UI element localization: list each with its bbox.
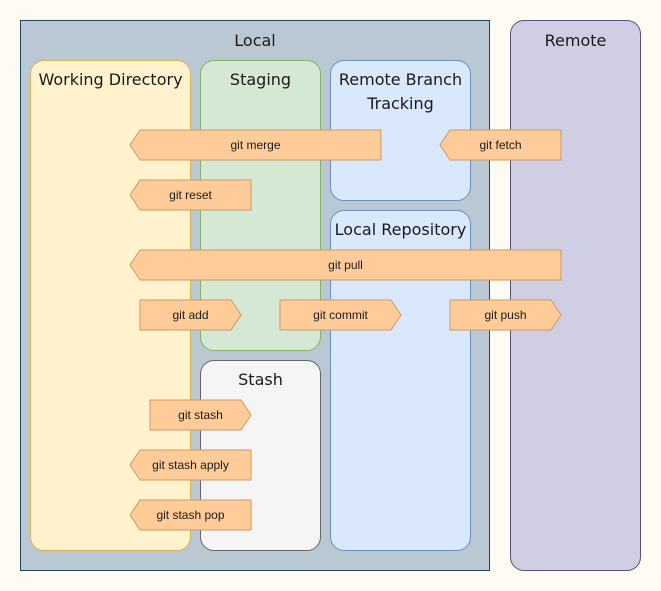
git-reset-arrow: git reset — [129, 179, 252, 211]
git-stash-label: git stash — [178, 408, 223, 422]
git-pull-arrow: git pull — [129, 249, 562, 281]
remote-zone-title: Remote — [544, 31, 607, 50]
working-directory-title: Working Directory — [38, 70, 183, 89]
git-push-label: git push — [484, 308, 526, 322]
staging-title: Staging — [229, 70, 292, 89]
git-stash-pop-arrow-shape — [129, 499, 252, 531]
git-stash-arrow-shape — [149, 399, 252, 431]
git-stash-apply-label: git stash apply — [152, 458, 229, 472]
git-commit-label: git commit — [313, 308, 368, 322]
git-merge-arrow-shape — [129, 129, 382, 161]
stash-title: Stash — [238, 370, 283, 389]
remote-branch-tracking-title-line1: Remote Branch — [338, 70, 463, 89]
git-add-arrow-shape — [139, 299, 242, 331]
git-reset-label: git reset — [169, 188, 212, 202]
git-stash-apply-arrow: git stash apply — [129, 449, 252, 481]
git-commit-arrow-shape — [279, 299, 402, 331]
git-commit-arrow: git commit — [279, 299, 402, 331]
git-push-arrow-shape — [449, 299, 562, 331]
git-stash-apply-arrow-shape — [129, 449, 252, 481]
git-stash-pop-label: git stash pop — [156, 508, 224, 522]
git-reset-arrow-shape — [129, 179, 252, 211]
git-pull-label: git pull — [328, 258, 363, 272]
local-zone-title: Local — [234, 31, 276, 50]
local-repository-title: Local Repository — [334, 220, 467, 239]
remote-branch-tracking-title-line2: Tracking — [367, 94, 434, 113]
git-stash-pop-arrow: git stash pop — [129, 499, 252, 531]
git-fetch-label: git fetch — [479, 138, 521, 152]
git-pull-arrow-shape — [129, 249, 562, 281]
remote-zone: Remote — [510, 20, 641, 571]
git-merge-label: git merge — [230, 138, 280, 152]
git-add-arrow: git add — [139, 299, 242, 331]
git-fetch-arrow-shape — [439, 129, 562, 161]
git-add-label: git add — [172, 308, 208, 322]
git-fetch-arrow: git fetch — [439, 129, 562, 161]
git-stash-arrow: git stash — [149, 399, 252, 431]
git-push-arrow: git push — [449, 299, 562, 331]
git-merge-arrow: git merge — [129, 129, 382, 161]
